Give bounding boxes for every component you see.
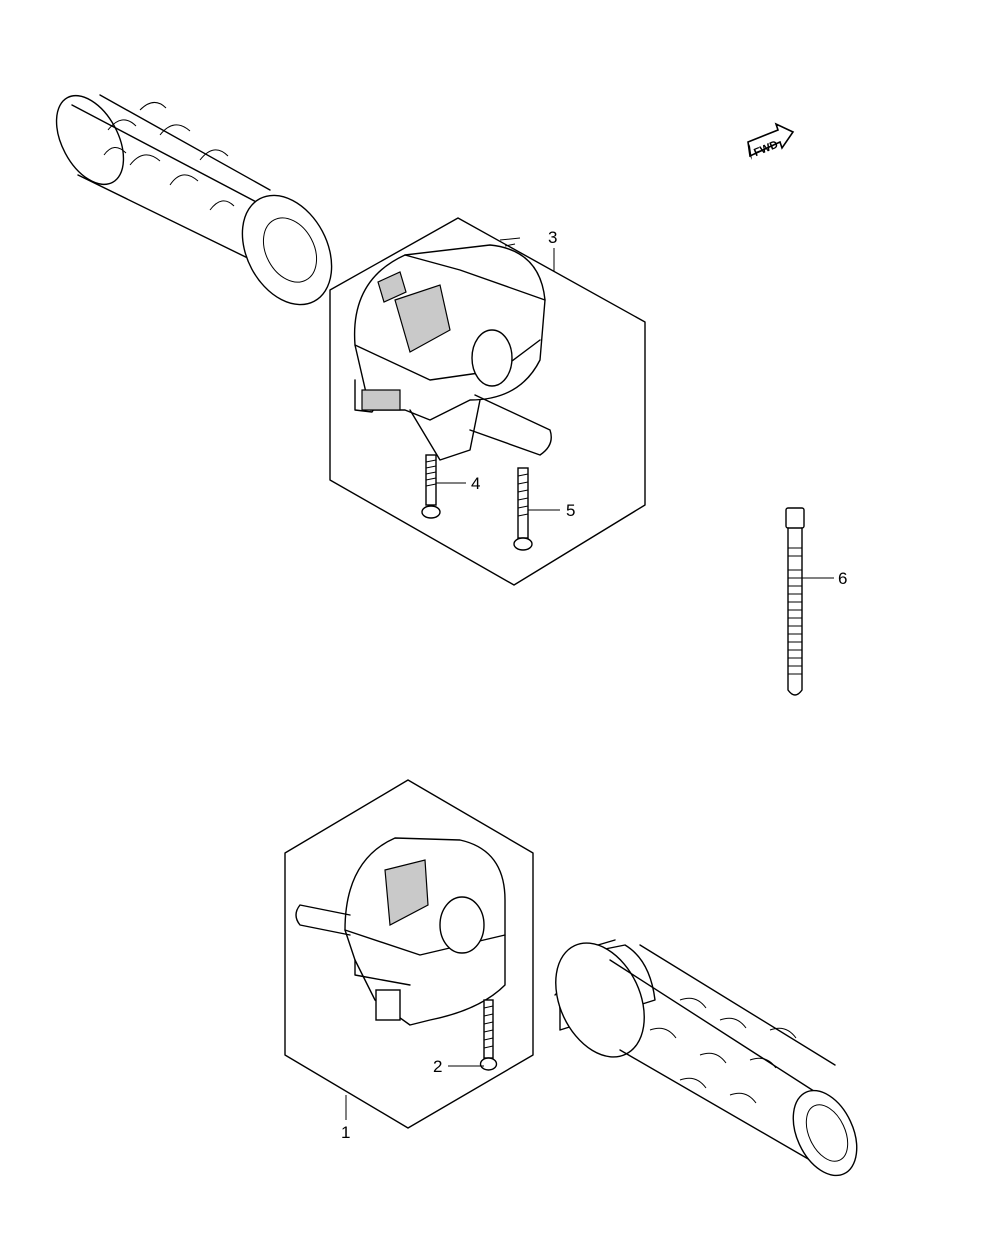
fwd-arrow-icon: FWD xyxy=(747,122,795,160)
leader-lines xyxy=(345,248,834,1120)
callout-6: 6 xyxy=(838,569,847,588)
screw-5 xyxy=(513,467,533,551)
assembly-frame-lower xyxy=(284,779,534,1129)
assembly-frame-upper xyxy=(329,217,646,586)
screw-4 xyxy=(421,454,441,519)
screw-2 xyxy=(479,999,498,1071)
callout-2: 2 xyxy=(433,1057,442,1076)
callout-4: 4 xyxy=(471,474,480,493)
callout-5: 5 xyxy=(566,501,575,520)
left-grip xyxy=(55,94,333,306)
callout-3: 3 xyxy=(548,228,557,247)
left-switch-housing xyxy=(295,837,506,1026)
right-switch-housing xyxy=(353,237,552,461)
cable-tie xyxy=(785,507,805,696)
callout-1: 1 xyxy=(341,1123,350,1142)
throttle-grip xyxy=(554,939,858,1177)
